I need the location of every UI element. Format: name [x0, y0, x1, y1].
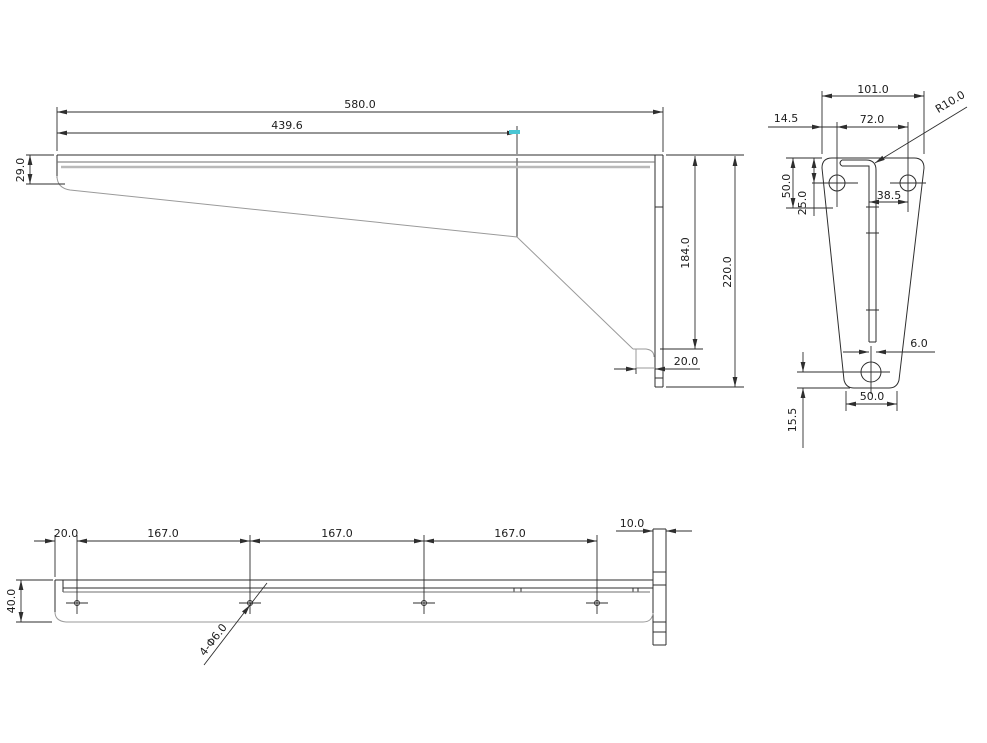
dim-corner-radius: R10.0 [933, 88, 967, 116]
dim-arm-width: 40.0 [5, 589, 18, 614]
leader-holes-callout [203, 604, 251, 666]
dim-plate-height: 220.0 [721, 256, 734, 288]
plan-holes [66, 600, 608, 606]
dim-hole-pitch-c: 167.0 [494, 527, 526, 540]
plate-outline [821, 157, 925, 389]
dim-plate-thickness: 10.0 [620, 517, 645, 530]
dim-bottom-width: 50.0 [860, 390, 885, 403]
dim-hole-pitch-b: 167.0 [321, 527, 353, 540]
plan-view: 20.0 167.0 167.0 167.0 10.0 40.0 4-Φ6.0 [5, 517, 692, 666]
dim-foot-width: 20.0 [674, 355, 699, 368]
plate-crosshairs [797, 122, 926, 394]
dim-taper-length: 439.6 [271, 119, 303, 132]
side-extension-lines [26, 107, 744, 388]
side-view: 580.0 439.6 29.0 184.0 220.0 20.0 [14, 98, 744, 388]
dim-slot-to-hole: 38.5 [877, 189, 902, 202]
dim-overall-length: 580.0 [344, 98, 376, 111]
dim-slot-width: 6.0 [910, 337, 928, 350]
plate-extension-lines [786, 91, 925, 411]
dim-slot-depth: 50.0 [780, 174, 793, 199]
dim-edge-to-hole: 14.5 [774, 112, 799, 125]
dim-end-to-hole: 20.0 [54, 527, 79, 540]
dim-tip-height: 29.0 [14, 158, 27, 183]
leader-corner-radius [874, 106, 968, 164]
wall-plate-view: 101.0 14.5 72.0 R10.0 50.0 25.0 38.5 6.0… [768, 83, 967, 448]
side-taper-edge [56, 175, 655, 369]
plan-extension-lines [16, 535, 598, 623]
leader-holes-tail [249, 582, 268, 606]
side-outline [56, 154, 664, 388]
plan-front-edge [54, 611, 654, 623]
dim-bottom-hole-offset: 15.5 [786, 408, 799, 433]
dim-drop-height: 184.0 [679, 237, 692, 269]
dim-hole-drop: 25.0 [796, 191, 809, 216]
dim-hole-spacing: 72.0 [860, 113, 885, 126]
grip-marker [509, 130, 520, 134]
plan-outline [54, 528, 667, 646]
dim-top-width: 101.0 [857, 83, 889, 96]
dim-hole-pitch-a: 167.0 [147, 527, 179, 540]
